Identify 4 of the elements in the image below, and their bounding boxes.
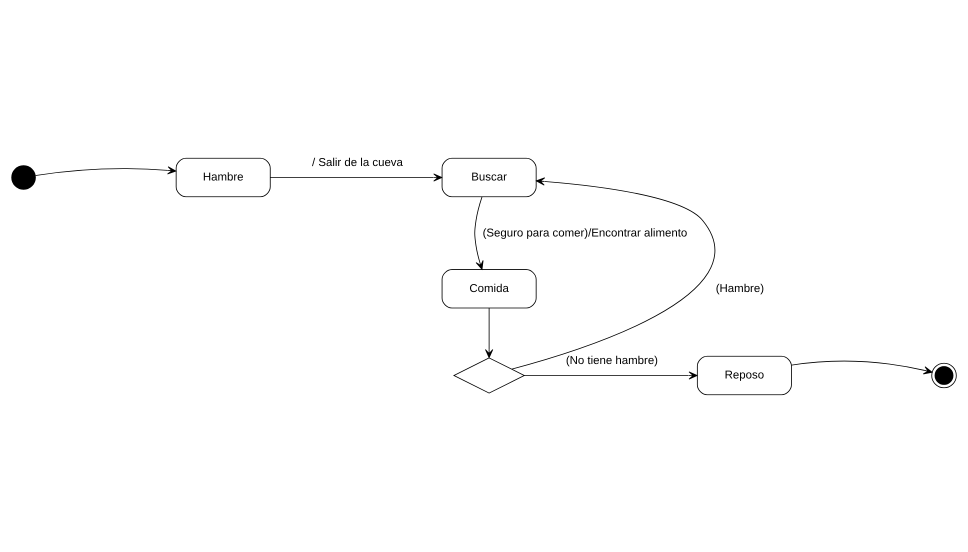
edge-label: (Hambre): [716, 282, 764, 295]
edge-label: (Seguro para comer)/Encontrar alimento: [482, 227, 688, 240]
edge-label: (No tiene hambre): [566, 354, 658, 366]
edge-label: / Salir de la cueva: [312, 156, 403, 168]
